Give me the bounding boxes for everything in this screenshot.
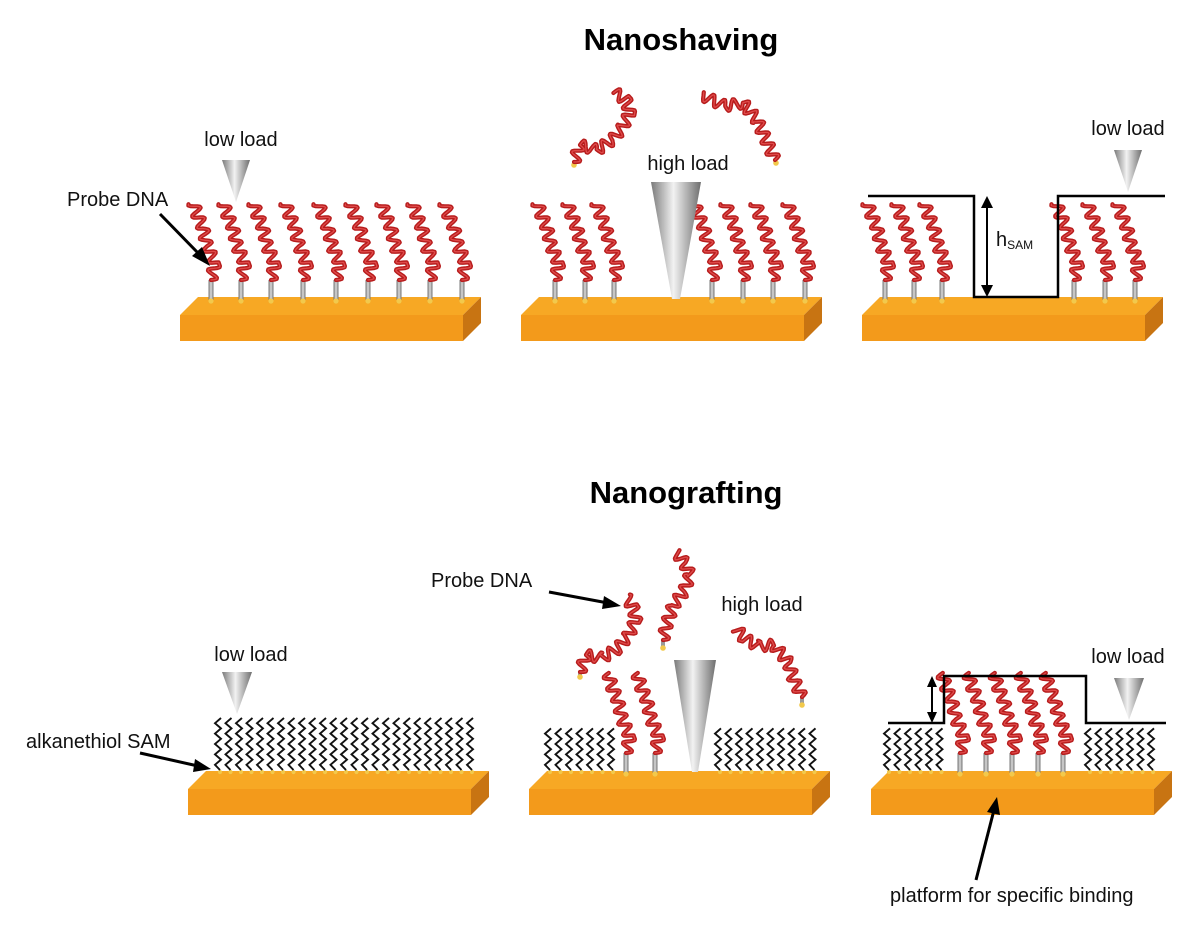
afm-tip-low-load <box>222 160 250 202</box>
alkanethiol-sam-label: alkanethiol SAM <box>26 731 171 753</box>
nanoshaving-section: Nanoshaving low load Probe DNA high load <box>67 22 1165 341</box>
height-profile-line <box>868 194 1165 299</box>
displaced-dna-right <box>701 90 781 166</box>
alkanethiol-sam-layer <box>213 717 475 775</box>
probe-dna-label: Probe DNA <box>431 570 533 592</box>
probe-dna-monolayer <box>186 202 473 304</box>
probe-dna-label: Probe DNA <box>67 189 169 211</box>
low-load-label: low load <box>204 129 277 151</box>
height-profile-line <box>888 674 1166 725</box>
low-load-label: low load <box>1091 646 1164 668</box>
alkanethiol-sam-left <box>882 727 944 775</box>
gold-substrate <box>180 297 481 341</box>
alkanethiol-sam-left <box>543 727 616 775</box>
afm-tip-low-load <box>1114 150 1142 192</box>
free-probe-dna-2 <box>657 548 696 651</box>
height-arrow <box>981 196 993 297</box>
height-symbol: h <box>996 229 1007 251</box>
probe-dna-monolayer-left <box>860 202 953 304</box>
height-arrow <box>927 676 937 723</box>
afm-tip-low-load <box>222 672 252 714</box>
high-load-label: high load <box>721 594 802 616</box>
gold-substrate <box>529 771 830 815</box>
alkanethiol-sam-right <box>1083 727 1156 775</box>
free-probe-dna-1 <box>575 592 644 680</box>
alkanethiol-sam-right <box>713 727 817 775</box>
height-subscript: SAM <box>1007 238 1033 252</box>
probe-dna-arrow <box>158 212 210 266</box>
probe-dna-monolayer-right <box>1049 202 1146 304</box>
nanoshaving-panel-3: hSAM low load <box>860 118 1165 341</box>
probe-dna-arrow <box>548 590 621 609</box>
high-load-label: high load <box>647 153 728 175</box>
gold-substrate <box>862 297 1163 341</box>
nanoshaving-title: Nanoshaving <box>584 22 779 57</box>
nanografting-panel-1: low load alkanethiol SAM <box>26 644 489 815</box>
sam-arrow <box>139 751 211 772</box>
gold-substrate <box>188 771 489 815</box>
free-probe-dna-3 <box>730 626 808 708</box>
nanografting-section: Nanografting low load alkanethiol SAM hi… <box>26 475 1172 907</box>
probe-dna-monolayer-right <box>687 202 816 304</box>
nanoshaving-panel-2: high load <box>521 87 822 341</box>
nanoshaving-panel-1: low load Probe DNA <box>67 129 481 341</box>
gold-substrate <box>871 771 1172 815</box>
gold-substrate <box>521 297 822 341</box>
nanografting-panel-3: low load platform for specific binding <box>871 646 1172 907</box>
platform-label: platform for specific binding <box>890 885 1133 907</box>
afm-tip-high-load <box>674 660 716 772</box>
probe-dna-monolayer-left <box>530 202 625 304</box>
low-load-label: low load <box>1091 118 1164 140</box>
low-load-label: low load <box>214 644 287 666</box>
platform-arrow <box>974 797 1000 881</box>
afm-tip-high-load <box>651 182 701 299</box>
grafted-probe-dna-patch <box>935 670 1074 777</box>
nanografting-panel-2: high load Probe DNA <box>431 548 830 815</box>
height-sam-label: hSAM <box>996 229 1033 252</box>
afm-tip-low-load <box>1114 678 1144 720</box>
grafted-probe-dna <box>601 670 666 777</box>
displaced-dna-left <box>569 87 638 168</box>
nanografting-title: Nanografting <box>590 475 783 510</box>
